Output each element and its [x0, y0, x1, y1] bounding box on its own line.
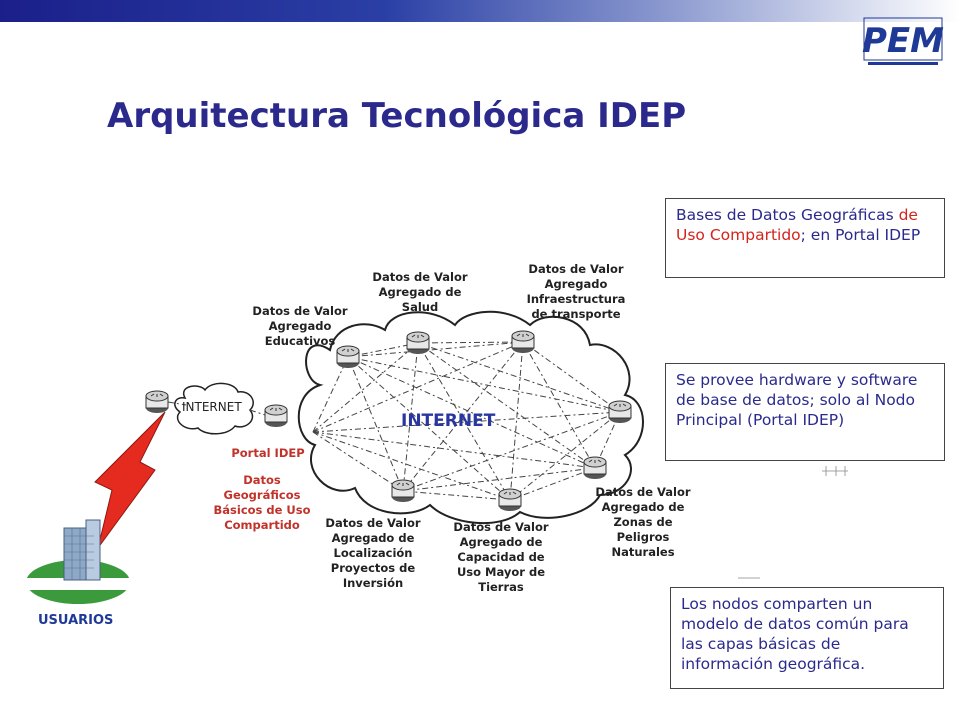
info-box-hardware: Se provee hardware y software de base de… [665, 363, 945, 461]
router-node-transporte [511, 330, 535, 353]
label-educativos: Datos de Valor Agregado Educativos [252, 304, 348, 348]
router-node-educativos [336, 345, 360, 368]
label-peligros: Datos de Valor Agregado de Zonas de Peli… [595, 485, 691, 559]
info-box-shared-db-text-1: Bases de Datos Geográficas [676, 206, 899, 224]
decorative-marks [738, 466, 848, 579]
users-building-icon [26, 519, 130, 604]
info-box-shared-db-text-2: ; en Portal IDEP [800, 226, 921, 244]
router-node-inversion [391, 479, 415, 502]
label-inversion: Datos de Valor Agregado de Localización … [325, 516, 421, 590]
router-node-salud [406, 331, 430, 354]
users-label: USUARIOS [38, 613, 114, 628]
router-node-tierras [498, 488, 522, 511]
router-node-user [145, 390, 169, 413]
label-tierras: Datos de Valor Agregado de Capacidad de … [453, 520, 549, 594]
label-salud: Datos de Valor Agregado de Salud [372, 270, 468, 314]
page-title: Arquitectura Tecnológica IDEP [107, 96, 687, 136]
info-box-shared-db: Bases de Datos Geográficas de Uso Compar… [665, 198, 945, 278]
lightning-bolt-icon [94, 411, 166, 549]
label-transporte: Datos de Valor Agregado Infraestructura … [526, 262, 626, 321]
info-box-data-model: Los nodos comparten un modelo de datos c… [670, 587, 944, 689]
mesh-links [167, 341, 621, 501]
portal-title: Portal IDEP [231, 446, 305, 460]
info-box-shared-db-highlight: de Uso Compartido [676, 206, 918, 244]
top-gradient-bar [0, 0, 960, 22]
portal-subtitle: Datos Geográficos Básicos de Uso Compart… [213, 473, 311, 532]
small-internet-cloud [174, 382, 254, 435]
router-node-east [608, 400, 632, 423]
router-node-peligros [583, 456, 607, 479]
logo-text: PEM [862, 21, 944, 61]
router-node-portal [264, 404, 288, 427]
small-cloud-label: INTERNET [182, 400, 242, 414]
pem-logo: PEM [862, 17, 944, 65]
main-cloud-label: INTERNET [401, 411, 496, 431]
